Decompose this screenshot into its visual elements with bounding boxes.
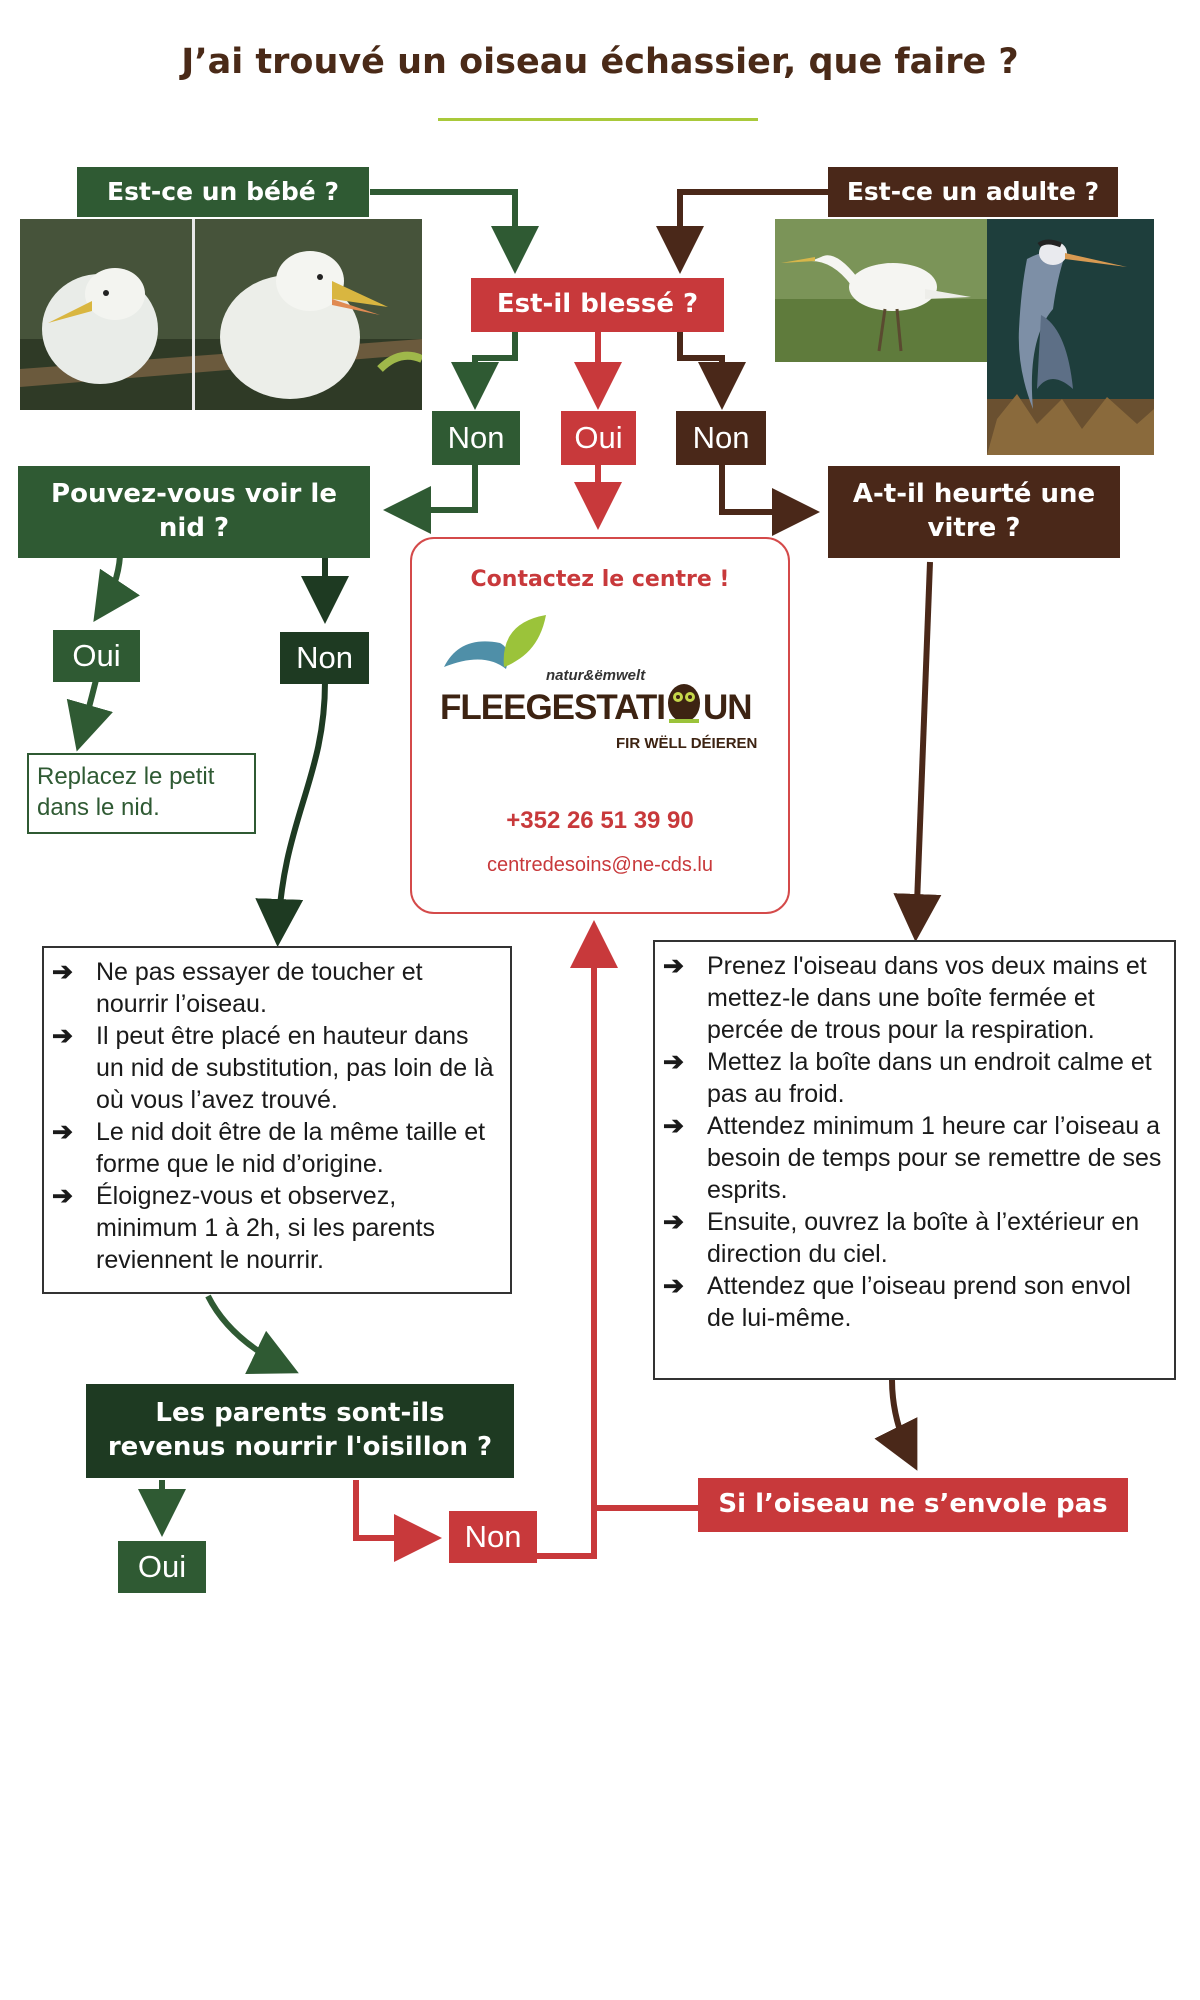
arrow-nest-to-yes: [93, 555, 140, 622]
arrow-injured-to-no-right: [677, 332, 746, 410]
question-adult: Est-ce un adulte ?: [828, 167, 1118, 217]
bullet-arrow-icon: ➔: [52, 1182, 73, 1210]
answer-no-left: Non: [432, 411, 520, 465]
arrow-no-left-to-nest: [383, 463, 478, 534]
baby-steps-box: ➔Ne pas essayer de toucher et nourrir l’…: [42, 946, 512, 1294]
question-baby: Est-ce un bébé ?: [77, 167, 369, 217]
contact-phone[interactable]: +352 26 51 39 90: [506, 807, 694, 834]
bullet-arrow-icon: ➔: [663, 952, 684, 980]
baby-step: ➔Le nid doit être de la même taille et f…: [52, 1118, 486, 1178]
contact-heading: Contactez le centre !: [470, 567, 730, 592]
question-window: A-t-il heurté une vitre ?: [828, 466, 1120, 558]
adult-step: ➔Ensuite, ouvrez la boîte à l’extérieur …: [663, 1208, 1140, 1268]
page-title: J’ai trouvé un oiseau échassier, que fai…: [181, 42, 1019, 82]
logo-main-text: FLEEGESTATI UN: [440, 684, 753, 728]
answer-no-right: Non: [676, 411, 766, 465]
answer-nest-no: Non: [280, 632, 369, 684]
arrow-no-to-contact: [535, 920, 618, 1559]
bullet-arrow-icon: ➔: [663, 1112, 684, 1140]
owl-icon: [665, 684, 703, 725]
logo-main-left: FLEEGESTATI: [440, 688, 666, 727]
arrow-adult-to-injured: [656, 189, 830, 274]
question-parents: Les parents sont-ils revenus nourrir l'o…: [86, 1384, 514, 1478]
answer-nest-yes: Oui: [53, 630, 140, 682]
no-fly-node: Si l’oiseau ne s’envole pas: [698, 1478, 1128, 1532]
bullet-arrow-icon: ➔: [52, 1118, 73, 1146]
adult-step: ➔Attendez minimum 1 heure car l’oiseau a…: [663, 1112, 1162, 1204]
arrow-window-to-adult-steps: [893, 561, 942, 942]
arrow-no-right-to-window: [719, 463, 820, 536]
answer-parents-no: Non: [449, 1511, 537, 1563]
question-nest: Pouvez-vous voir le nid ?: [18, 466, 370, 558]
logo-small-text: natur&ëmwelt: [546, 667, 646, 684]
bullet-arrow-icon: ➔: [663, 1048, 684, 1076]
arrow-baby-to-injured: [370, 189, 539, 274]
arrow-no-to-baby-steps: [255, 681, 328, 947]
leaf-logo-icon: [444, 615, 546, 669]
adult-steps-box: ➔Prenez l'oiseau dans vos deux mains et …: [653, 940, 1176, 1380]
arrow-adult-steps-to-no-fly: [874, 1379, 918, 1471]
question-injured: Est-il blessé ?: [471, 278, 724, 332]
fleegestatioun-logo: natur&ëmwelt FLEEGESTATI UN FIR WËLL DÉI…: [436, 609, 766, 759]
arrow-yes-to-replace: [66, 679, 113, 752]
grey-heron-photo: [987, 219, 1154, 455]
answer-yes-mid: Oui: [561, 411, 636, 465]
arrow-baby-steps-to-parents: [205, 1294, 299, 1374]
bullet-arrow-icon: ➔: [52, 1022, 73, 1050]
baby-egret-photo: [20, 219, 422, 410]
adult-step: ➔Attendez que l’oiseau prend son envol d…: [663, 1272, 1131, 1332]
adult-step: ➔Mettez la boîte dans un endroit calme e…: [663, 1048, 1152, 1108]
baby-step: ➔Il peut être placé en hauteur dans un n…: [52, 1022, 494, 1114]
bullet-arrow-icon: ➔: [663, 1208, 684, 1236]
bullet-arrow-icon: ➔: [663, 1272, 684, 1300]
logo-sub-text: FIR WËLL DÉIEREN: [616, 735, 758, 752]
baby-step: ➔Ne pas essayer de toucher et nourrir l’…: [52, 958, 423, 1018]
contact-email[interactable]: centredesoins@ne-cds.lu: [487, 854, 713, 876]
arrow-injured-to-no-left: [451, 332, 518, 410]
title-underline: [438, 118, 758, 121]
arrow-parents-to-no: [353, 1480, 442, 1562]
contact-card: Contactez le centre ! natur&ëmwelt FLEEG…: [410, 537, 790, 914]
adult-step: ➔Prenez l'oiseau dans vos deux mains et …: [663, 952, 1147, 1044]
cattle-egret-photo: [775, 219, 988, 362]
logo-main-right: UN: [702, 688, 753, 727]
answer-parents-yes: Oui: [118, 1541, 206, 1593]
replace-instruction: Replacez le petit dans le nid.: [27, 753, 256, 834]
bullet-arrow-icon: ➔: [52, 958, 73, 986]
baby-step: ➔Éloignez-vous et observez, minimum 1 à …: [52, 1182, 436, 1274]
